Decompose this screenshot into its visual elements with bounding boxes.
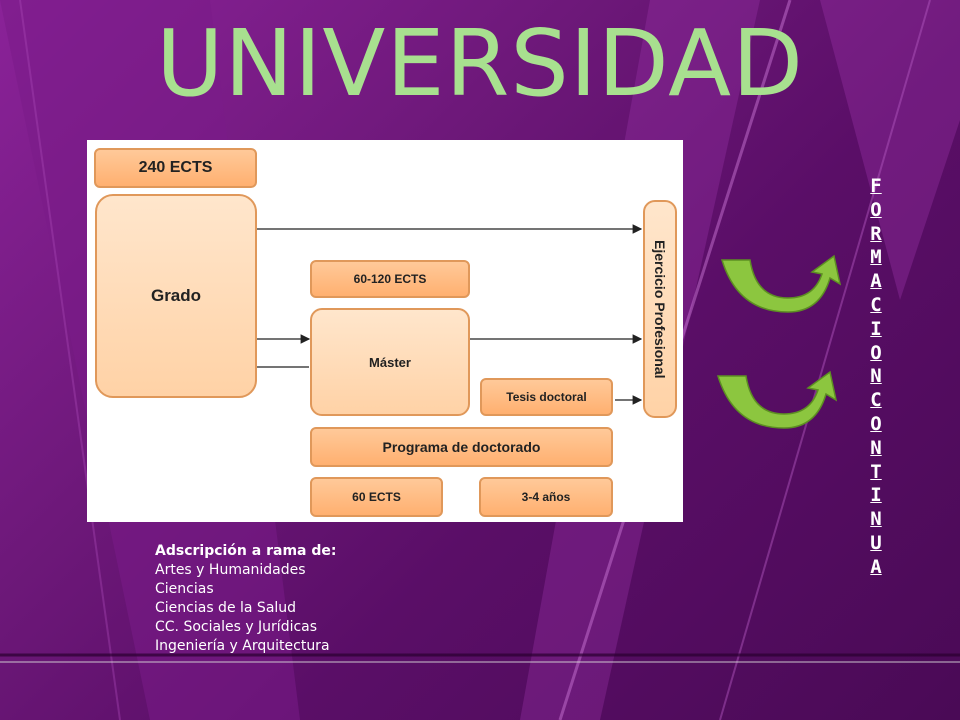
- box-grado: Grado: [95, 194, 257, 398]
- side-letter: F: [870, 175, 882, 197]
- box-ejercicio-profesional: Ejercicio Profesional: [643, 200, 677, 418]
- side-letter: A: [870, 555, 882, 578]
- curved-arrow-icon: [716, 370, 838, 429]
- adscripcion-item: Ciencias: [155, 581, 214, 597]
- page-title: UNIVERSIDAD: [156, 10, 804, 117]
- box-grado-label: Grado: [150, 286, 202, 305]
- side-letter: I: [870, 484, 882, 507]
- box-ejercicio-label: Ejercicio Profesional: [652, 239, 668, 379]
- box-3-4-anos: 3-4 años: [479, 477, 613, 517]
- side-letter: N: [870, 436, 882, 459]
- side-letter: I: [870, 317, 882, 340]
- side-letter: M: [870, 246, 882, 269]
- box-programa-doctorado: Programa de doctorado: [310, 427, 613, 467]
- side-letter: T: [870, 460, 882, 483]
- side-letter: A: [870, 270, 882, 293]
- box-master: Máster: [310, 308, 470, 416]
- adscripcion-item: Ciencias de la Salud: [155, 600, 297, 616]
- side-letter: U: [870, 531, 882, 554]
- box-tesis-doctoral: Tesis doctoral: [480, 378, 613, 416]
- diagram-arrows: [257, 224, 643, 405]
- box-60-ects: 60 ECTS: [310, 477, 443, 517]
- education-diagram: 240 ECTS Grado 60-120 ECTS Máster Tesis …: [87, 140, 683, 522]
- side-letter: C: [870, 293, 882, 316]
- adscripcion-item: CC. Sociales y Jurídicas: [155, 619, 318, 635]
- side-letter: R: [870, 222, 882, 245]
- box-master-label: Máster: [369, 354, 411, 370]
- side-letter: O: [870, 412, 882, 435]
- side-letter: O: [870, 198, 882, 221]
- side-letter: C: [870, 389, 882, 412]
- box-240-ects-label: 240 ECTS: [138, 159, 213, 176]
- adscripcion-item: Ingeniería y Arquitectura: [155, 638, 330, 654]
- adscripcion-item: Artes y Humanidades: [155, 562, 306, 578]
- box-60-120-ects-label: 60-120 ECTS: [353, 272, 427, 286]
- side-letter: N: [870, 365, 882, 388]
- box-60-120-ects: 60-120 ECTS: [310, 260, 470, 298]
- formacion-continua-vertical: F O R M A C I O N C O N T I N U A: [862, 175, 890, 580]
- box-60-ects-label: 60 ECTS: [352, 490, 401, 504]
- side-letter: O: [870, 341, 882, 364]
- adscripcion-block: Adscripción a rama de: Artes y Humanidad…: [155, 542, 336, 656]
- adscripcion-heading: Adscripción a rama de:: [155, 543, 337, 559]
- box-3-4-anos-label: 3-4 años: [521, 490, 571, 504]
- box-tesis-label: Tesis doctoral: [506, 390, 587, 404]
- side-letter: N: [870, 508, 882, 531]
- box-programa-label: Programa de doctorado: [382, 439, 541, 455]
- box-240-ects: 240 ECTS: [94, 148, 257, 188]
- curved-arrow-icon: [720, 254, 842, 313]
